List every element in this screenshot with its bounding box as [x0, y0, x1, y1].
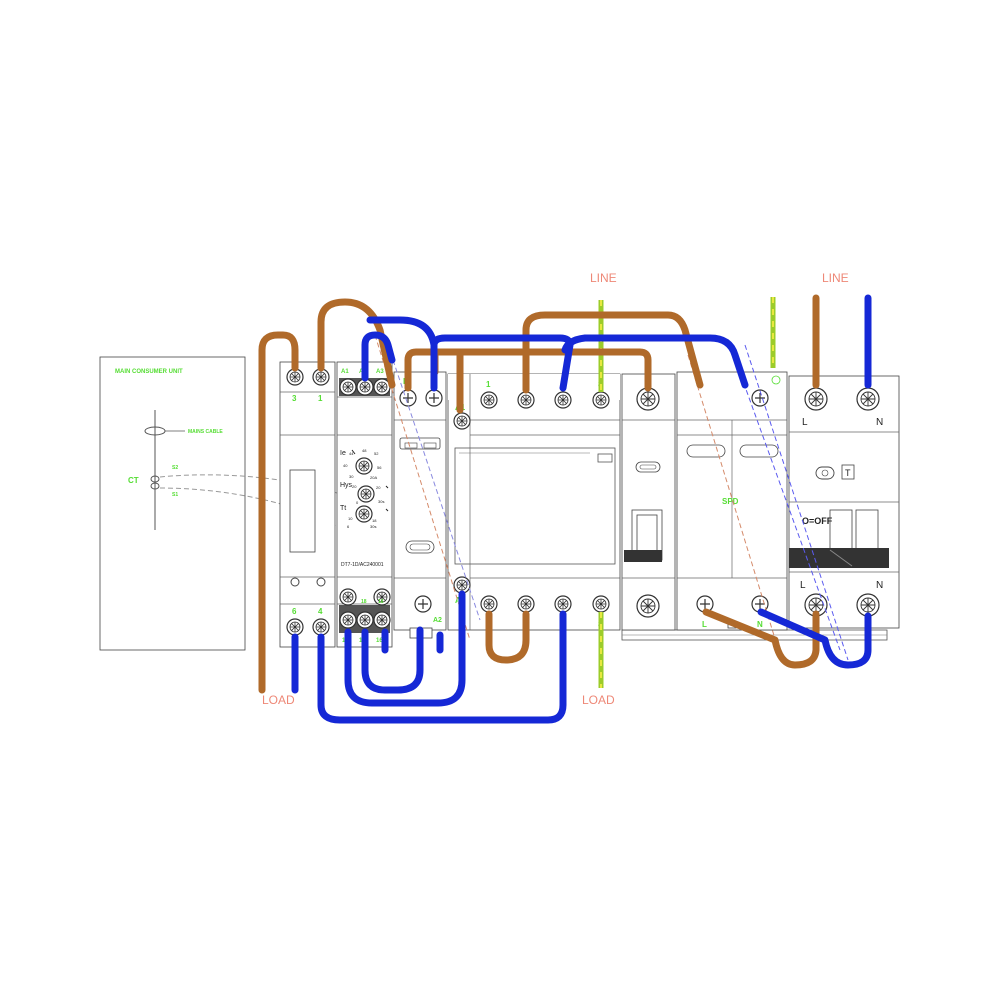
relay-terminal-a3: A3: [376, 369, 384, 375]
spd-module: SPD L N: [676, 371, 788, 631]
rcbo-state: O=OFF: [802, 516, 833, 526]
cb-terminal-4: 4: [318, 607, 323, 616]
svg-text:48: 48: [362, 448, 367, 453]
psu-terminal-a2: A2: [433, 617, 442, 624]
consumer-unit-title: MAIN CONSUMER UNIT: [115, 369, 183, 375]
dial-tt-icon: [355, 505, 373, 523]
svg-text:20A: 20A: [370, 475, 377, 480]
circuit-breaker-module: 3 1 6 4: [279, 361, 336, 648]
svg-text:20: 20: [376, 485, 381, 490]
relay-terminal-18-upper: 18: [361, 599, 367, 605]
svg-text:6: 6: [347, 524, 350, 529]
relay-terminal-16-upper: 16: [378, 599, 384, 605]
rcbo-test-button: T: [845, 468, 851, 478]
spd-label: SPD: [722, 497, 739, 506]
rcbo-terminal-l-top: L: [802, 417, 808, 428]
power-supply-module: L N A2: [393, 371, 447, 639]
svg-text:40: 40: [343, 463, 348, 468]
spd-terminal-l: L: [702, 620, 707, 629]
svg-text:44: 44: [349, 451, 354, 456]
line-label-right: LINE: [822, 271, 849, 285]
rcbo-terminal-n-top: N: [876, 417, 883, 428]
rcbo-terminal-n-bottom: N: [876, 580, 883, 591]
s1-label: S1: [172, 492, 178, 498]
live-wires: [258, 294, 820, 694]
load-label-right: LOAD: [582, 693, 615, 707]
cb-terminal-6: 6: [292, 607, 297, 616]
dial-hys-label: Hys: [340, 482, 353, 489]
contactor-module: A1 A2 1 3 5 8 2 4 6 8: [447, 373, 621, 631]
s2-label: S2: [172, 465, 178, 471]
dial-ie-icon: [355, 457, 373, 475]
svg-text:10: 10: [348, 516, 353, 521]
svg-text:56: 56: [377, 465, 382, 470]
load-label-left: LOAD: [262, 693, 295, 707]
main-consumer-unit: MAIN CONSUMER UNIT MAINS CABLE CT S2 S1: [99, 356, 366, 651]
dial-tt-label: Tt: [340, 505, 346, 512]
svg-text:30s: 30s: [378, 499, 384, 504]
svg-text:52: 52: [374, 451, 379, 456]
dashed-links: [374, 334, 849, 661]
contactor-terminal-1: 1: [486, 380, 491, 389]
relay-terminal-16: 16: [376, 638, 383, 644]
dial-hys-icon: [357, 485, 375, 503]
line-label-left: LINE: [590, 271, 617, 285]
svg-text:0: 0: [356, 500, 359, 505]
neutral-wires: [291, 294, 872, 724]
relay-terminal-a1: A1: [341, 369, 349, 375]
svg-text:30: 30: [349, 474, 354, 479]
ct-label: CT: [128, 476, 139, 485]
rcbo-module: T O=OFF L N L N: [788, 375, 900, 629]
relay-model: DT7-1D/AC240001: [341, 562, 384, 568]
monitoring-relay: A1 A2 A3 18 16 18 15 16 Ie Hys Tt 444852…: [336, 361, 393, 648]
rcbo-terminal-l-bottom: L: [800, 580, 806, 591]
cb-terminal-1: 1: [318, 394, 323, 403]
svg-text:18: 18: [372, 518, 377, 523]
svg-text:20: 20: [352, 484, 357, 489]
cb-terminal-3: 3: [292, 394, 297, 403]
dial-ie-label: Ie: [340, 450, 346, 457]
svg-text:30s: 30s: [370, 524, 376, 529]
spd-terminal-n: N: [757, 620, 763, 629]
mains-cable-label: MAINS CABLE: [188, 429, 223, 435]
mcb-module: [621, 373, 676, 631]
